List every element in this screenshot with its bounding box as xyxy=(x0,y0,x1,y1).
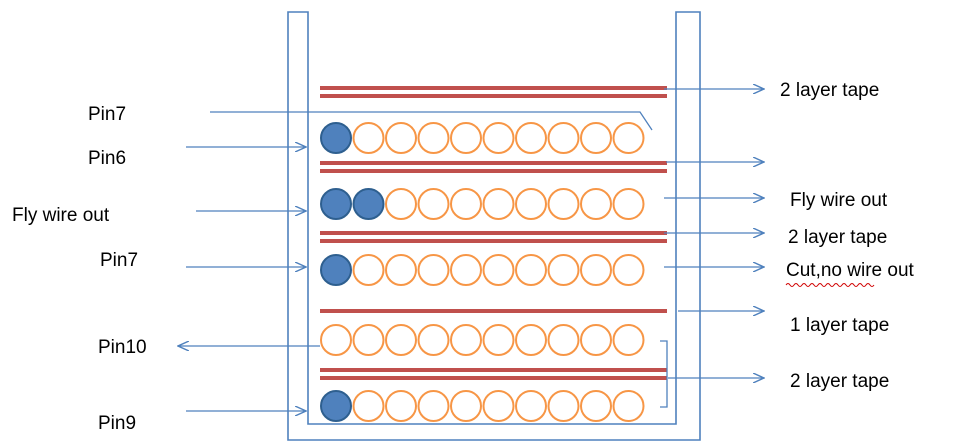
wire-turn xyxy=(482,390,515,422)
wire-turn xyxy=(515,188,547,220)
wire-turn xyxy=(482,188,515,220)
pin7-lead xyxy=(210,111,653,131)
wire-turn xyxy=(450,188,482,220)
wire-turn xyxy=(385,188,417,220)
label-fly-wire-out-right: Fly wire out xyxy=(790,190,888,211)
wire-turn xyxy=(580,254,612,286)
label-pin7-top: Pin7 xyxy=(88,104,126,125)
wire-turn xyxy=(417,254,450,286)
start-wire-turn xyxy=(352,188,385,220)
wire-turn xyxy=(450,122,482,154)
wire-turn xyxy=(580,324,612,356)
wire-turn xyxy=(352,122,385,154)
wire-turn xyxy=(385,324,417,356)
wire-turn xyxy=(515,390,547,422)
wire-turn xyxy=(482,324,515,356)
label-pin7-mid: Pin7 xyxy=(100,250,138,271)
label-pin10: Pin10 xyxy=(98,337,147,358)
wire-turn xyxy=(612,390,645,422)
wire-turn xyxy=(450,390,482,422)
wire-turn xyxy=(547,390,580,422)
wire-turn xyxy=(352,324,385,356)
wire-turn xyxy=(515,254,547,286)
wire-turn xyxy=(515,324,547,356)
wire-turn xyxy=(547,188,580,220)
wire-turn xyxy=(320,324,352,356)
wire-turn xyxy=(580,390,612,422)
right-labels: 2 layer tape Fly wire out 2 layer tape C… xyxy=(780,80,915,392)
pin10-return-lead xyxy=(660,340,668,408)
wire-turn xyxy=(482,122,515,154)
wire-turn xyxy=(515,122,547,154)
label-pin9: Pin9 xyxy=(98,413,136,434)
wire-turn xyxy=(547,254,580,286)
tape-layers xyxy=(320,86,667,380)
start-wire-turn xyxy=(320,390,352,422)
wire-turn xyxy=(352,390,385,422)
label-fly-wire-out-left: Fly wire out xyxy=(12,205,110,226)
wire-turn xyxy=(547,324,580,356)
wire-turn xyxy=(612,324,645,356)
wire-leads xyxy=(210,111,668,408)
start-wire-turn xyxy=(320,122,352,154)
wire-turn xyxy=(450,324,482,356)
label-tape-bottom: 2 layer tape xyxy=(790,371,889,392)
wire-turn xyxy=(450,254,482,286)
wire-turn xyxy=(417,390,450,422)
left-labels: Pin7 Pin6 Fly wire out Pin7 Pin10 Pin9 xyxy=(12,104,147,434)
wire-turn xyxy=(417,188,450,220)
wire-turn xyxy=(385,390,417,422)
wire-turn xyxy=(612,122,645,154)
wire-turn xyxy=(385,254,417,286)
label-tape-top: 2 layer tape xyxy=(780,80,879,101)
bobbin-outline xyxy=(287,11,701,441)
wire-turn xyxy=(417,122,450,154)
wire-turn xyxy=(482,254,515,286)
winding-layers xyxy=(320,122,645,422)
wire-turn xyxy=(612,188,645,220)
label-pin6: Pin6 xyxy=(88,148,126,169)
wire-turn xyxy=(385,122,417,154)
wire-turn xyxy=(547,122,580,154)
wire-turn xyxy=(417,324,450,356)
spellcheck-underline xyxy=(785,283,875,287)
start-wire-turn xyxy=(320,188,352,220)
label-tape-single: 1 layer tape xyxy=(790,315,889,336)
left-arrows xyxy=(178,147,320,411)
right-arrows xyxy=(664,89,764,378)
wire-turn xyxy=(580,188,612,220)
wire-turn xyxy=(580,122,612,154)
wire-turn xyxy=(612,254,645,286)
label-tape-second: 2 layer tape xyxy=(788,227,887,248)
label-cut-no-wire-out: Cut,no wire out xyxy=(786,260,915,281)
wire-turn xyxy=(352,254,385,286)
start-wire-turn xyxy=(320,254,352,286)
